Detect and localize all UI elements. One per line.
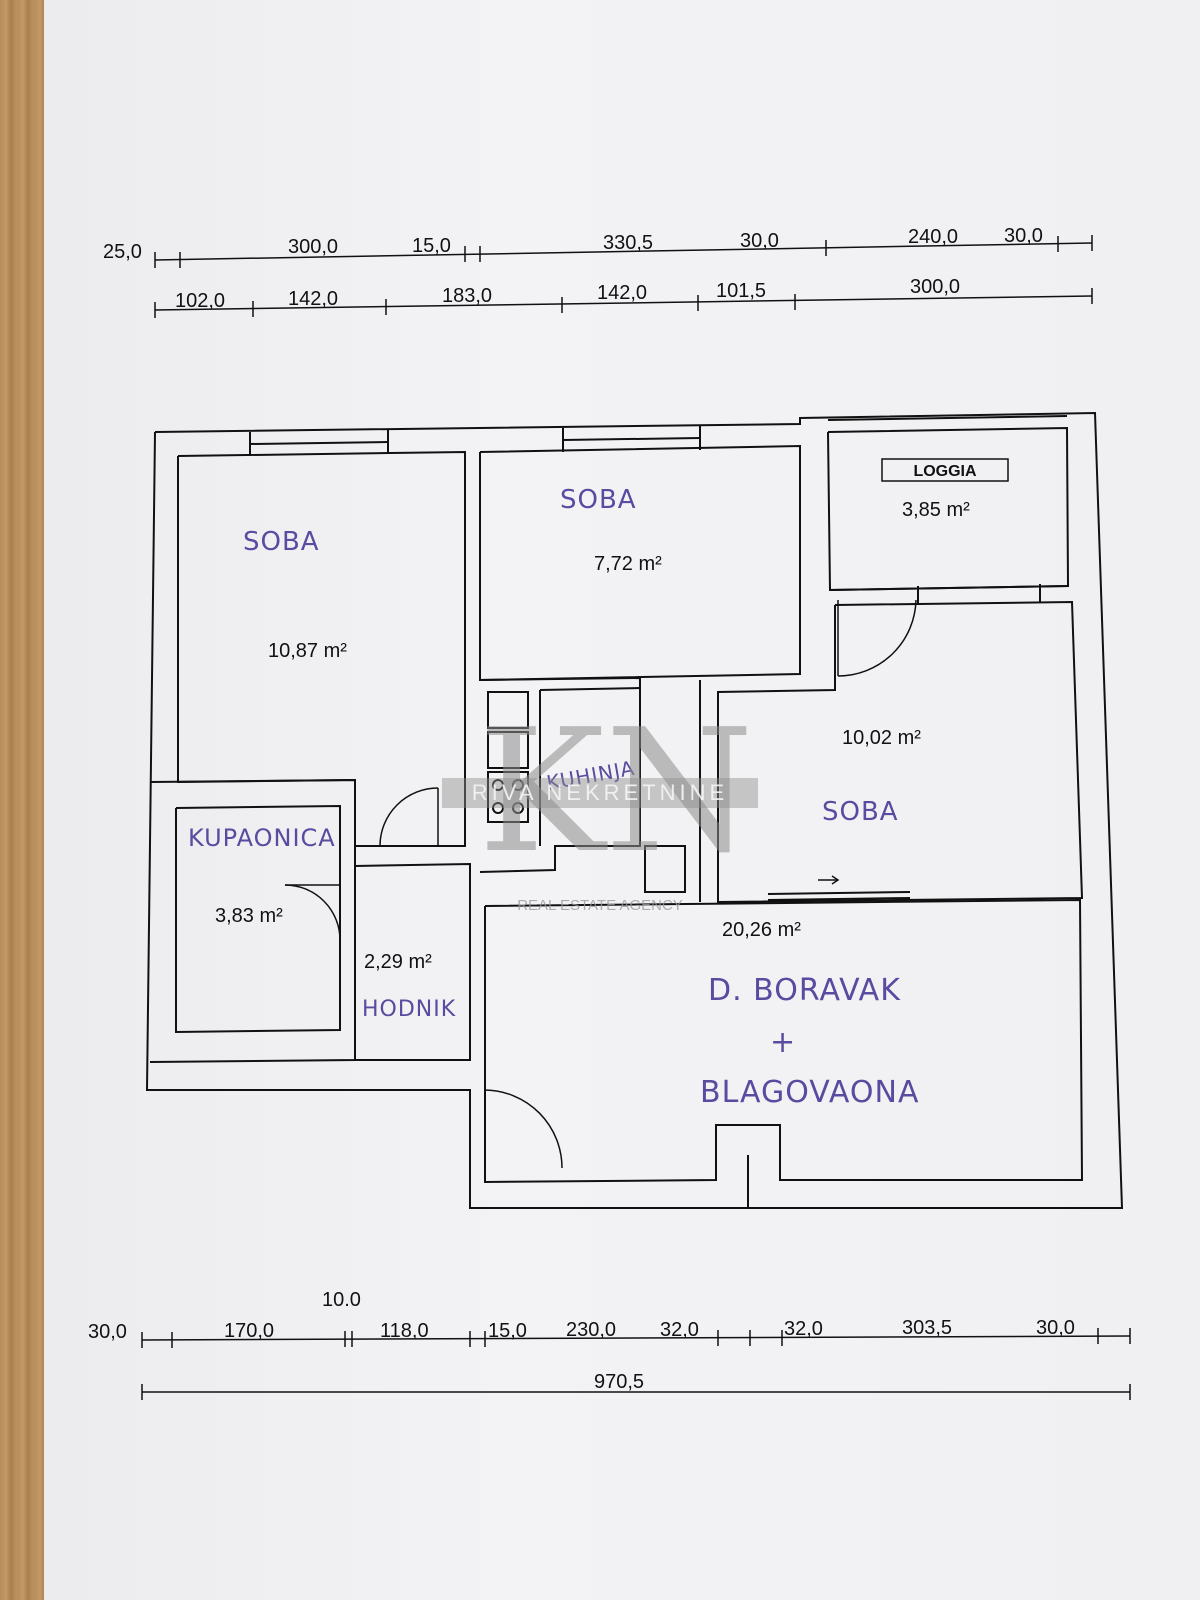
room-label-soba-left: SOBA xyxy=(243,527,320,557)
dimension-line-bottom-total xyxy=(141,1384,1131,1400)
room-label-soba-right: SOBA xyxy=(822,797,899,827)
room-area-kupaonica: 3,83 m² xyxy=(215,905,283,927)
dim-bottom-8: 303,5 xyxy=(902,1317,952,1339)
dim-bottom-6: 32,0 xyxy=(660,1319,699,1341)
watermark-monogram: KN xyxy=(478,693,754,891)
dim-bottom-7: 32,0 xyxy=(784,1318,823,1340)
watermark-tagline: REAL ESTATE AGENCY xyxy=(517,897,683,914)
room-area-soba-right: 10,02 m² xyxy=(842,727,921,749)
dim-bottom-1: 170,0 xyxy=(224,1320,274,1342)
door-swings xyxy=(284,599,917,1169)
room-label-kupaonica: KUPAONICA xyxy=(188,824,336,852)
room-label-dnevni-3: BLAGOVAONA xyxy=(700,1075,920,1110)
dim-top2-2: 183,0 xyxy=(442,285,492,307)
room-area-loggia: 3,85 m² xyxy=(902,499,970,521)
dim-top2-0: 102,0 xyxy=(175,290,225,312)
watermark-brand: RIVA NEKRETNINE xyxy=(472,780,728,805)
floor-plan-walls xyxy=(145,411,1124,1209)
room-label-dnevni-1: D. BORAVAK xyxy=(708,973,901,1008)
dim-bottom-total: 970,5 xyxy=(594,1371,644,1393)
dim-top1-5: 240,0 xyxy=(908,226,958,248)
loggia-label-box xyxy=(881,458,1009,482)
dim-bottom-4: 15,0 xyxy=(488,1320,527,1342)
room-area-soba-left: 10,87 m² xyxy=(268,640,347,662)
dim-bottom-2: 10.0 xyxy=(322,1289,361,1311)
dim-top2-1: 142,0 xyxy=(288,288,338,310)
room-area-dnevni: 20,26 m² xyxy=(722,919,801,941)
room-area-hodnik: 2,29 m² xyxy=(364,951,432,973)
watermark-band xyxy=(442,778,758,808)
room-area-soba-mid: 7,72 m² xyxy=(594,553,662,575)
dim-bottom-0: 30,0 xyxy=(88,1321,127,1343)
paper-sheet xyxy=(44,0,1200,1600)
room-label-dnevni-2: + xyxy=(770,1025,796,1060)
dim-top2-3: 142,0 xyxy=(597,282,647,304)
dim-top1-4: 30,0 xyxy=(740,230,779,252)
dim-top1-6: 30,0 xyxy=(1004,225,1043,247)
arrow-mark xyxy=(818,875,840,885)
dim-top1-0: 25,0 xyxy=(103,241,142,263)
dim-top1-2: 15,0 xyxy=(412,235,451,257)
dim-top2-4: 101,5 xyxy=(716,280,766,302)
room-label-soba-mid: SOBA xyxy=(560,485,637,515)
room-label-hodnik: HODNIK xyxy=(362,997,456,1022)
dim-bottom-5: 230,0 xyxy=(566,1319,616,1341)
dim-top1-3: 330,5 xyxy=(603,232,653,254)
dimension-line-bottom-1 xyxy=(141,1328,1131,1348)
dim-top2-5: 300,0 xyxy=(910,276,960,298)
dimension-line-top-2 xyxy=(154,288,1093,318)
room-label-loggia: LOGGIA xyxy=(913,463,977,480)
dimension-line-top-1 xyxy=(154,235,1093,268)
dim-top1-1: 300,0 xyxy=(288,236,338,258)
dim-bottom-9: 30,0 xyxy=(1036,1317,1075,1339)
dim-bottom-3: 118,0 xyxy=(380,1320,429,1342)
